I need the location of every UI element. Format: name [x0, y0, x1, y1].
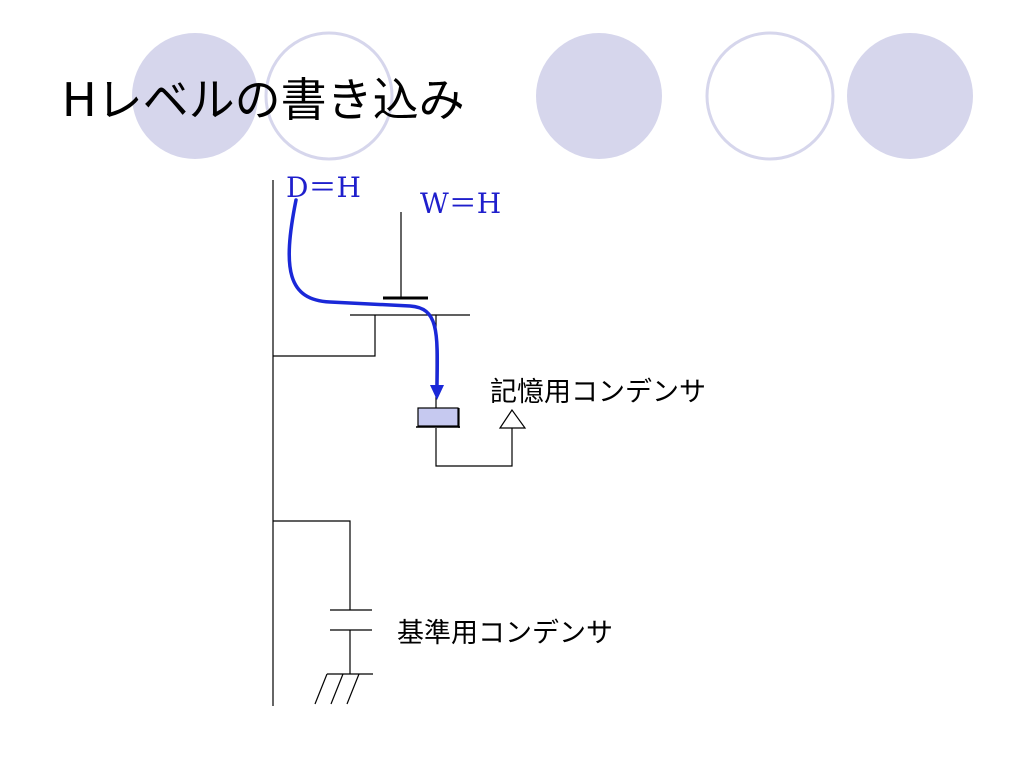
decor-circle-4: [705, 31, 835, 161]
decor-circle-3: [536, 33, 662, 159]
storage-cap-wire: [435, 428, 513, 467]
slide-title: Hレベルの書き込み: [62, 73, 465, 127]
word-line-label: W＝H: [420, 187, 502, 220]
storage-capacitor-label: 記憶用コンデンサ: [490, 377, 706, 408]
data-line-label: D＝H: [286, 171, 361, 204]
ground-icon: [314, 673, 373, 705]
bit-line-branch-upper: [273, 315, 376, 357]
bit-line-branch-lower: [273, 520, 351, 610]
decor-circle-2: [264, 31, 394, 161]
decor-circles: [132, 31, 973, 161]
storage-capacitor: [417, 407, 459, 427]
current-path-arrow: [287, 198, 440, 387]
reference-capacitor-label: 基準用コンデンサ: [397, 618, 613, 649]
arrow-head-icon: [430, 385, 444, 400]
decor-circle-1: [132, 33, 258, 159]
decor-circle-5: [847, 33, 973, 159]
triangle-outline-icon: [498, 408, 527, 429]
